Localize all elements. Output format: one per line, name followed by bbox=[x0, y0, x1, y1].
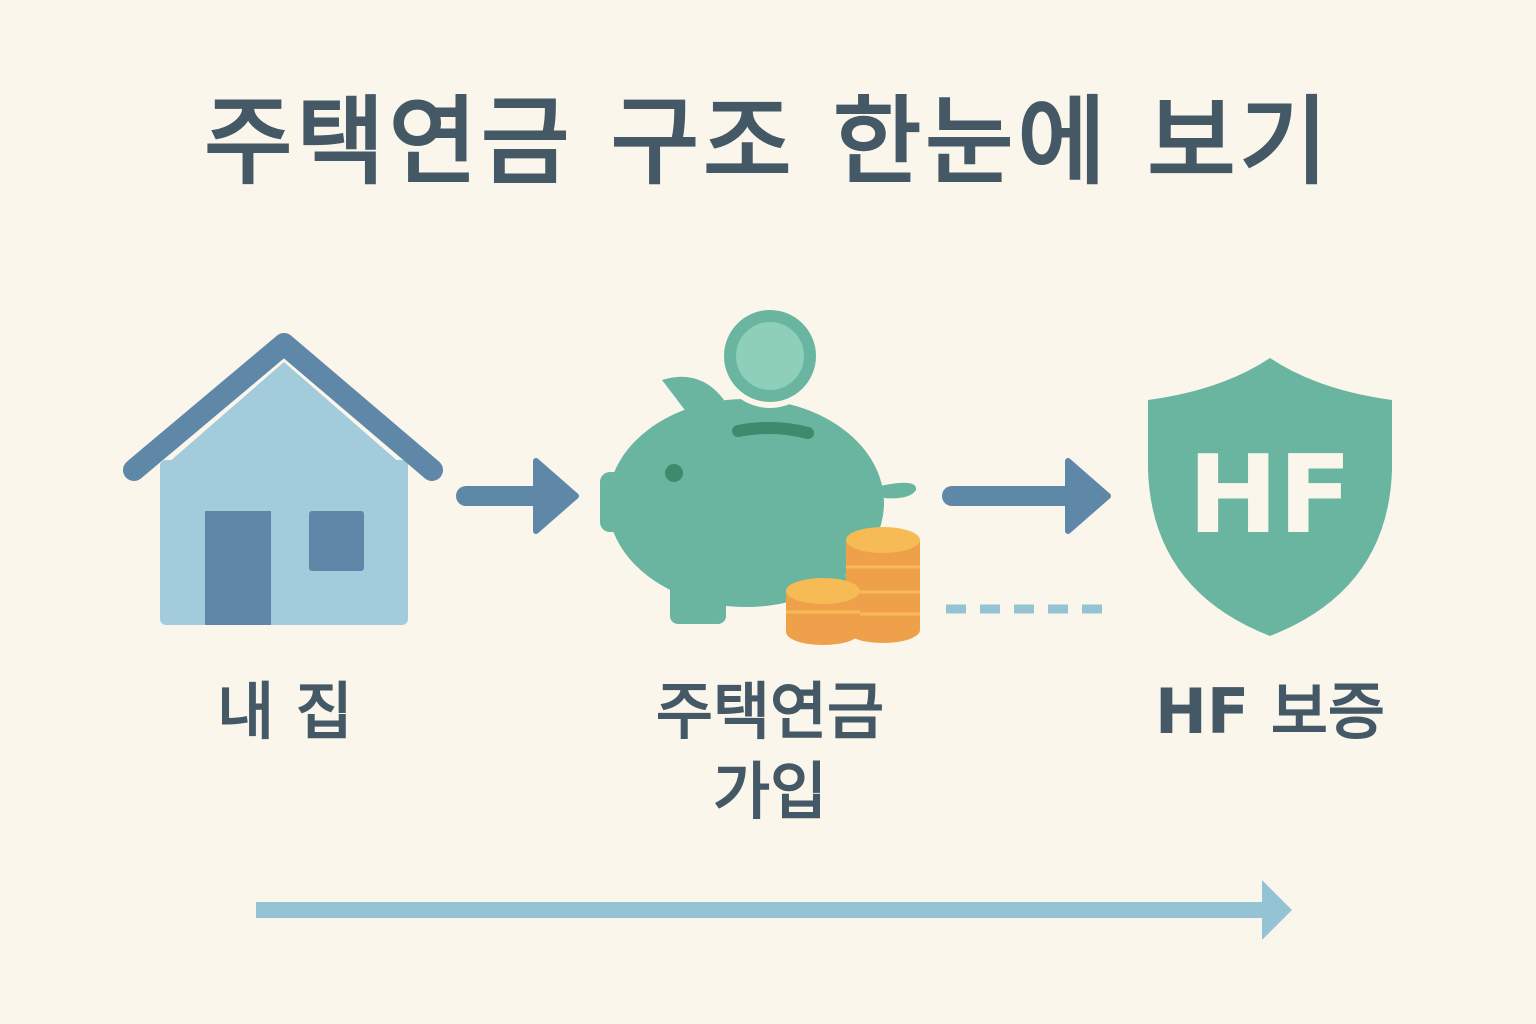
page-title: 주택연금 구조 한눈에 보기 bbox=[204, 86, 1332, 198]
shield-icon: HF bbox=[1148, 358, 1392, 636]
arrow-right-icon bbox=[942, 458, 1111, 534]
step-label-home: 내 집 bbox=[217, 675, 353, 748]
step-label-hf: HF 보증 bbox=[1155, 675, 1385, 748]
step-label-pension: 주택연금 가입 bbox=[600, 672, 940, 832]
timeline-arrow bbox=[256, 880, 1292, 940]
shield-badge-text: HF bbox=[1188, 433, 1352, 558]
house-icon bbox=[123, 333, 443, 625]
step-label-line2: 가입 bbox=[712, 755, 828, 828]
arrow-right-icon bbox=[456, 458, 579, 534]
coin-stack-icon bbox=[786, 527, 920, 645]
step-label-line1: 주택연금 bbox=[655, 675, 885, 748]
